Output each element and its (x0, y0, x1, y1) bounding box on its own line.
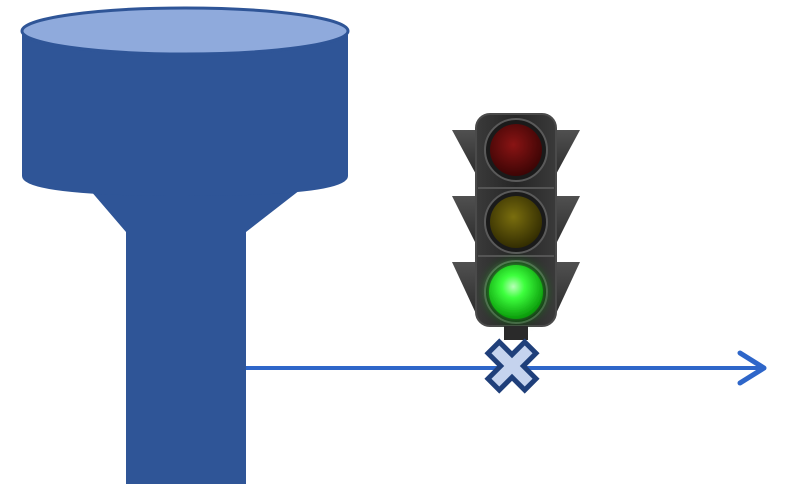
red-lamp (490, 124, 542, 176)
traffic-light-visors (452, 130, 580, 318)
water-tower-tank-top (20, 6, 350, 56)
arrowhead-icon (737, 350, 767, 386)
valve-x-icon (484, 338, 540, 394)
yellow-lamp (490, 196, 542, 248)
water-tower (20, 6, 350, 484)
green-lamp (489, 265, 543, 319)
water-tower-tank (22, 32, 348, 196)
water-tower-column (90, 190, 300, 484)
traffic-light (452, 113, 580, 340)
traffic-light-stem (504, 326, 528, 340)
